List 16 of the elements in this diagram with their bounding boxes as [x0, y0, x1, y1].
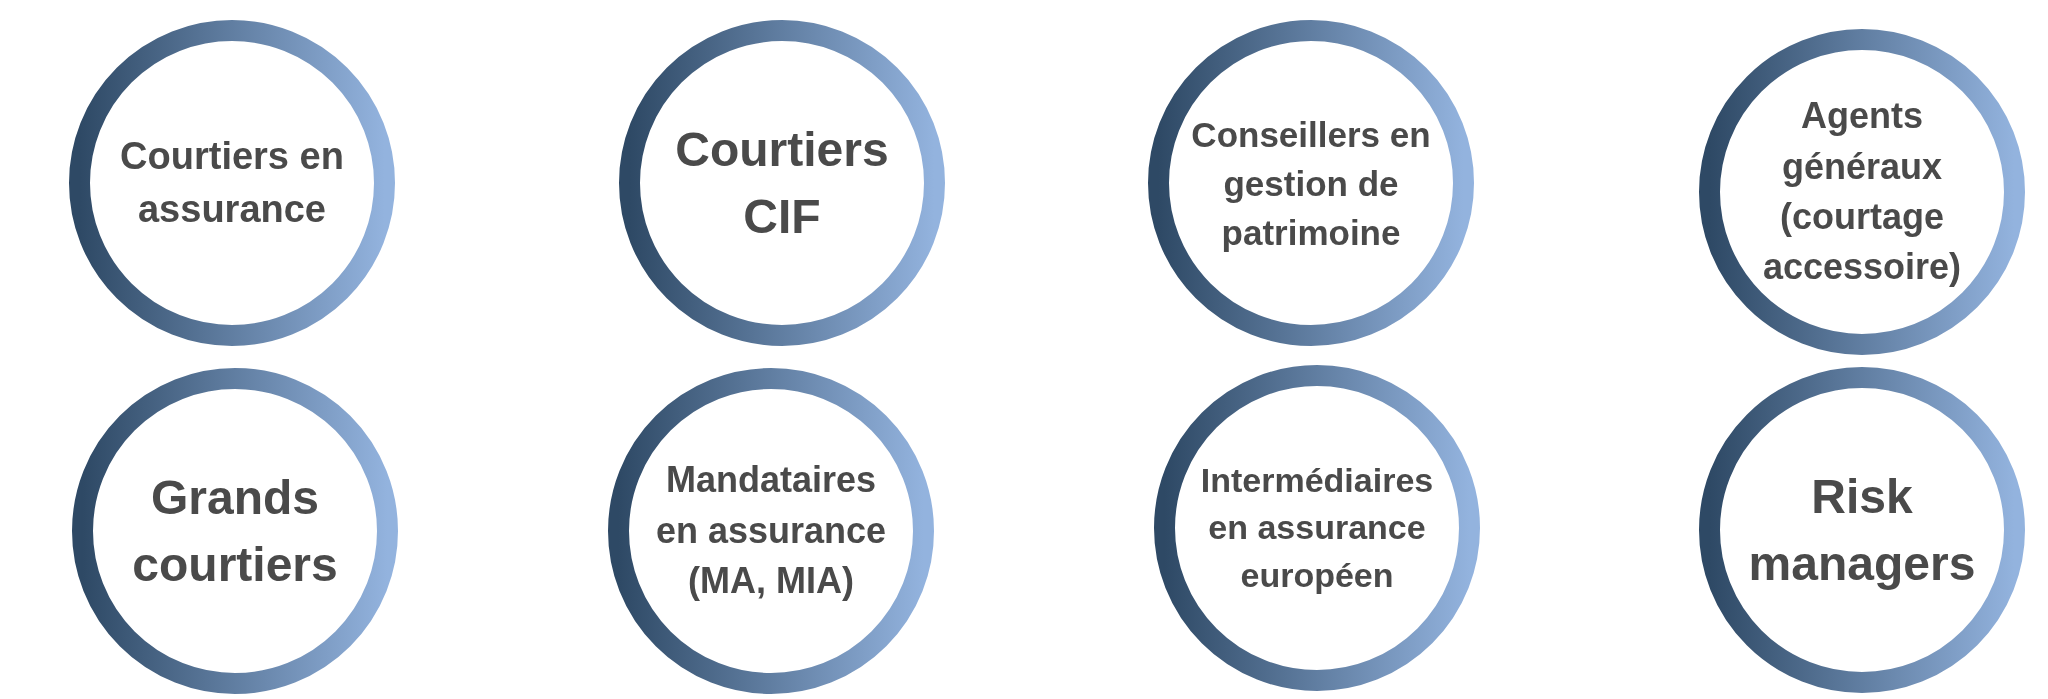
- node-label: Courtiers en assurance: [120, 134, 344, 230]
- circle-node: [69, 20, 395, 346]
- circle-node: [608, 368, 934, 694]
- circle-node: [72, 368, 398, 694]
- node-label: Grands courtiers: [132, 470, 338, 591]
- circle-node: [1699, 29, 2025, 355]
- node-label: Intermédiaires en assurance européen: [1200, 460, 1434, 594]
- node-label: Courtiers CIF: [675, 122, 889, 243]
- node-label: Conseillers en gestion de patrimoine: [1191, 114, 1431, 252]
- circle-node: [619, 20, 945, 346]
- node-label: Agents généraux (courtage accessoire): [1762, 95, 1962, 288]
- node-label: Mandataires en assurance (MA, MIA): [655, 459, 887, 602]
- node-label: Risk managers: [1748, 469, 1976, 590]
- circle-node: [1699, 367, 2025, 693]
- circle-node: [1148, 20, 1474, 346]
- circle-node: [1154, 365, 1480, 691]
